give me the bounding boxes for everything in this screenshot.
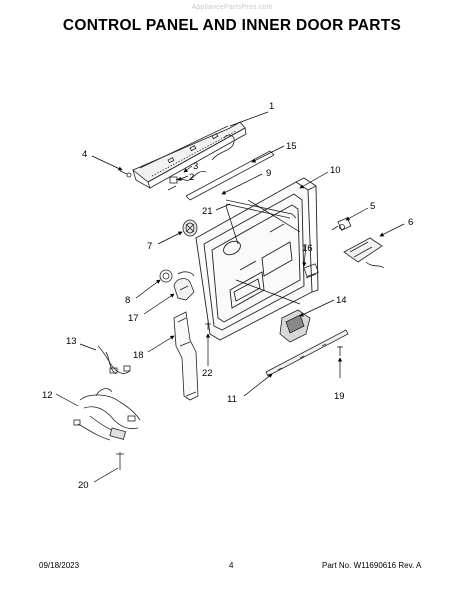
callout-11: 11: [227, 394, 237, 405]
screw-20-drawing: [116, 452, 124, 470]
callout-15: 15: [286, 141, 297, 152]
callout-19: 19: [334, 391, 345, 402]
latch-switch-drawing: [331, 217, 352, 231]
callout-20: 20: [78, 480, 89, 491]
gasket-strip-drawing: [185, 150, 275, 201]
clip-drawing: [205, 322, 211, 330]
callout-10: 10: [330, 165, 341, 176]
callout-7: 7: [147, 241, 152, 252]
callout-17: 17: [128, 313, 139, 324]
callout-18: 18: [133, 350, 144, 361]
callout-2: 2: [189, 172, 194, 183]
rinse-aid-cap-drawing: [159, 269, 173, 283]
callout-6: 6: [408, 217, 413, 228]
wire-harness-13-drawing: [97, 345, 131, 375]
page-title: CONTROL PANEL AND INNER DOOR PARTS: [62, 17, 402, 34]
vent-duct-drawing: [173, 311, 199, 401]
screw-19-drawing: [337, 346, 343, 356]
callout-22: 22: [202, 368, 213, 379]
control-module-drawing: [279, 309, 311, 343]
callout-5: 5: [370, 201, 375, 212]
callout-1: 1: [269, 101, 274, 112]
callout-8: 8: [125, 295, 130, 306]
connector-drawing: [303, 263, 319, 279]
callout-13: 13: [66, 336, 77, 347]
callout-14: 14: [336, 295, 347, 306]
callout-21: 21: [202, 206, 213, 217]
door-seal-drawing: [225, 199, 297, 219]
watermark: AppliancePartsPros.com: [191, 4, 273, 11]
footer-page-number: 4: [229, 561, 234, 570]
vent-drawing: [182, 219, 198, 237]
screw-drawing: [119, 170, 132, 178]
callout-16: 16: [302, 243, 313, 254]
callout-3: 3: [193, 161, 198, 172]
callout-4: 4: [82, 149, 87, 160]
wire-harness-12-drawing: [73, 388, 141, 441]
footer-date: 09/18/2023: [39, 561, 80, 570]
control-panel-drawing: [132, 121, 247, 189]
door-latch-drawing: [343, 237, 385, 269]
footer-part-number: Part No. W11690616 Rev. A: [322, 561, 422, 570]
bracket-strip-drawing: [265, 329, 349, 377]
leader-lines: [55, 111, 405, 483]
callout-numbers: 1 2 3 4 5 6 7 8 9 10 11 12 13 14 15 16 1…: [42, 101, 413, 491]
fill-funnel-drawing: [173, 271, 195, 301]
callout-9: 9: [266, 168, 271, 179]
callout-12: 12: [42, 390, 53, 401]
